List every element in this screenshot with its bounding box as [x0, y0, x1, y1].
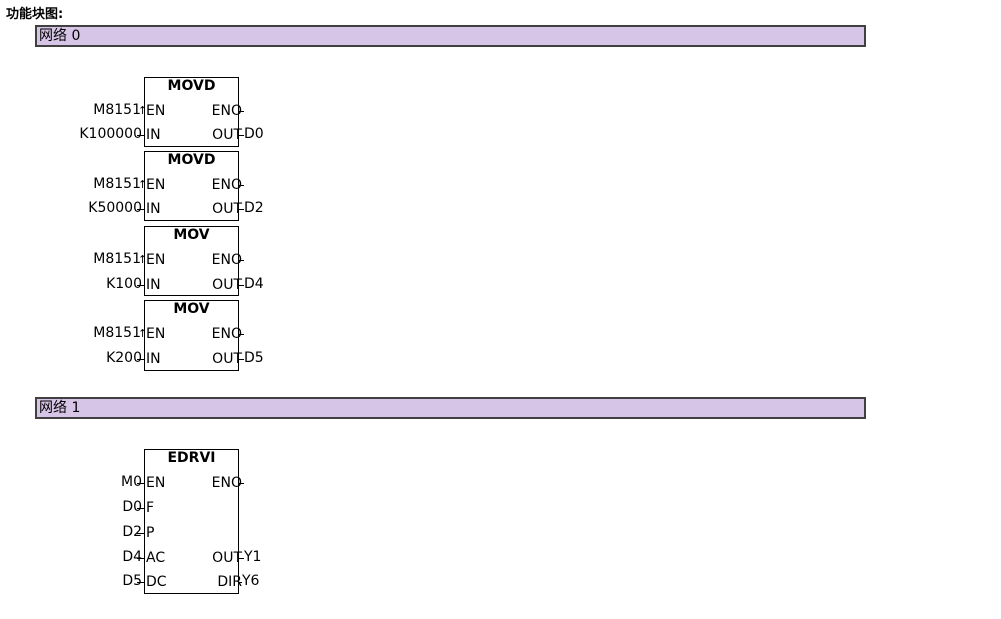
output-wire: [238, 582, 242, 583]
pin-row-en: EN ENO: [145, 325, 242, 343]
pin-row-dc: DC DIR: [145, 573, 242, 591]
operand-in[interactable]: K200: [106, 350, 142, 366]
pin-label-eno: ENO: [211, 326, 242, 342]
operand-out[interactable]: D4: [244, 276, 264, 292]
pin-label-out: OUT: [212, 351, 242, 367]
output-wire: [238, 285, 244, 286]
operand-en[interactable]: M8151: [93, 102, 141, 118]
pin-label-in: IN: [146, 127, 161, 143]
operand-en[interactable]: M8151: [93, 325, 141, 341]
operand-f[interactable]: D0: [122, 499, 142, 515]
pin-row-in: IN OUT: [145, 350, 242, 368]
function-block-frame[interactable]: MOV EN ENO IN OUT: [144, 300, 242, 371]
network-1-header[interactable]: 网络 1: [35, 397, 866, 419]
pin-label-eno: ENO: [211, 177, 242, 193]
pin-label-in: IN: [146, 351, 161, 367]
output-wire: [238, 359, 244, 360]
operand-en[interactable]: M8151: [93, 251, 141, 267]
block-title: EDRVI: [167, 450, 216, 466]
input-wire: [137, 483, 145, 484]
rising-edge-icon: ↑: [138, 253, 148, 266]
pin-label-en: EN: [146, 326, 166, 342]
output-wire: [238, 334, 244, 335]
output-wire: [238, 260, 244, 261]
input-wire: [137, 135, 145, 136]
pin-row-in: IN OUT: [145, 276, 242, 294]
function-block-frame[interactable]: MOVD EN ENO IN OUT: [144, 77, 242, 147]
operand-out[interactable]: Y1: [244, 549, 262, 565]
function-block-frame[interactable]: MOVD EN ENO IN OUT: [144, 151, 242, 221]
rising-edge-icon: ↑: [138, 178, 148, 191]
block-title: MOVD: [167, 78, 216, 94]
pin-label-out: OUT: [212, 201, 242, 217]
page-title: 功能块图:: [6, 7, 64, 22]
pin-label-eno: ENO: [211, 252, 242, 268]
input-wire: [137, 285, 145, 286]
operand-en[interactable]: M8151: [93, 176, 141, 192]
pin-label-en: EN: [146, 103, 166, 119]
pin-label-out: OUT: [212, 127, 242, 143]
operand-ac[interactable]: D4: [122, 549, 142, 565]
operand-out[interactable]: D0: [244, 126, 264, 142]
pin-label-dir: DIR: [217, 574, 242, 590]
operand-in[interactable]: K100: [106, 276, 142, 292]
pin-row-ac: AC OUT: [145, 549, 242, 567]
operand-dir[interactable]: Y6: [242, 573, 260, 589]
block-title: MOV: [173, 301, 210, 317]
network-0-label: 网络 0: [39, 28, 81, 44]
output-wire: [238, 209, 244, 210]
operand-dc[interactable]: D5: [122, 573, 142, 589]
pin-row-en: EN ENO: [145, 102, 242, 120]
input-wire: [137, 359, 145, 360]
operand-en[interactable]: M0: [121, 474, 142, 490]
output-wire: [238, 185, 244, 186]
pin-label-eno: ENO: [211, 475, 242, 491]
operand-in[interactable]: K100000: [79, 126, 142, 142]
output-wire: [238, 111, 244, 112]
input-wire: [137, 508, 145, 509]
pin-label-en: EN: [146, 475, 166, 491]
pin-row-in: IN OUT: [145, 200, 242, 218]
pin-label-eno: ENO: [211, 103, 242, 119]
block-title: MOVD: [167, 152, 216, 168]
input-wire: [137, 582, 145, 583]
operand-in[interactable]: K50000: [88, 200, 142, 216]
block-title: MOV: [173, 227, 210, 243]
input-wire: [137, 209, 145, 210]
output-wire: [238, 135, 244, 136]
rising-edge-icon: ↑: [138, 104, 148, 117]
pin-label-dc: DC: [146, 574, 167, 590]
pin-row-f: F: [145, 499, 238, 517]
input-wire: [137, 533, 145, 534]
pin-row-p: P: [145, 524, 238, 542]
pin-label-en: EN: [146, 252, 166, 268]
pin-label-in: IN: [146, 277, 161, 293]
pin-row-en: EN ENO: [145, 251, 242, 269]
network-1-label: 网络 1: [39, 400, 81, 416]
pin-label-p: P: [146, 525, 155, 541]
pin-row-in: IN OUT: [145, 126, 242, 144]
network-0-header[interactable]: 网络 0: [35, 25, 866, 47]
rising-edge-icon: ↑: [138, 327, 148, 340]
operand-out[interactable]: D2: [244, 200, 264, 216]
pin-label-out: OUT: [212, 550, 242, 566]
pin-label-f: F: [146, 500, 155, 516]
operand-out[interactable]: D5: [244, 350, 264, 366]
pin-row-en: EN ENO: [145, 176, 242, 194]
input-wire: [137, 558, 145, 559]
pin-label-out: OUT: [212, 277, 242, 293]
output-wire: [238, 483, 244, 484]
output-wire: [238, 558, 244, 559]
pin-label-ac: AC: [146, 550, 166, 566]
pin-label-in: IN: [146, 201, 161, 217]
function-block-frame[interactable]: MOV EN ENO IN OUT: [144, 226, 242, 296]
operand-p[interactable]: D2: [122, 524, 142, 540]
pin-row-en: EN ENO: [145, 474, 242, 492]
pin-label-en: EN: [146, 177, 166, 193]
function-block-frame[interactable]: EDRVI EN ENO F P AC OUT DC DIR: [144, 449, 242, 594]
